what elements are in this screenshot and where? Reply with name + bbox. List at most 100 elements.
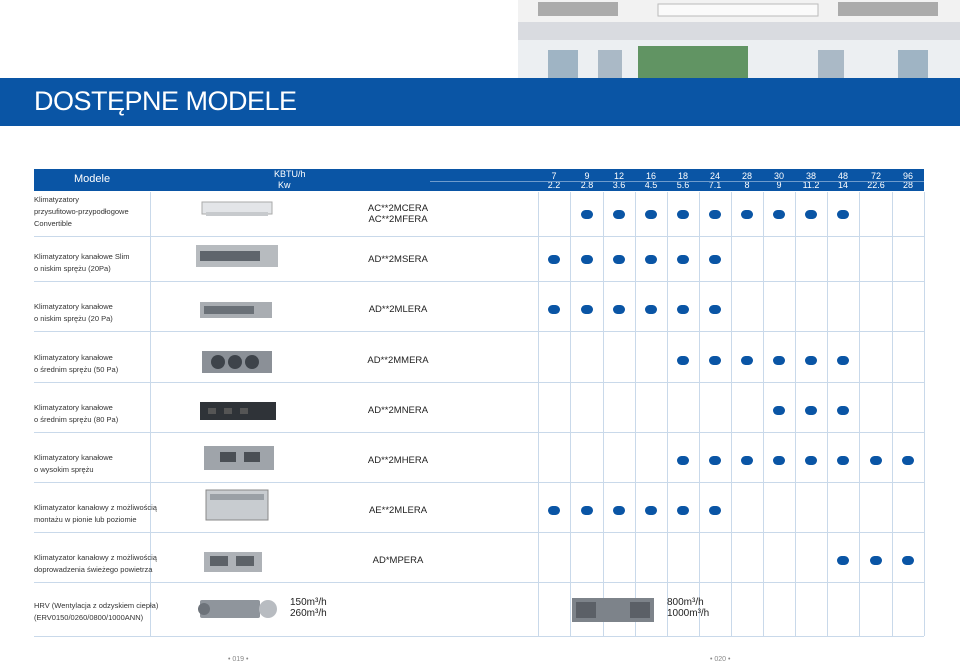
availability-dot bbox=[709, 210, 721, 219]
table-row-divider bbox=[430, 181, 924, 182]
unit-image-icon bbox=[196, 245, 278, 267]
availability-dot bbox=[837, 210, 849, 219]
category-line: Klimatyzatory kanałowe bbox=[34, 453, 113, 462]
kw-value: 4.5 bbox=[644, 180, 658, 190]
grid-column-line bbox=[892, 192, 893, 636]
availability-dot bbox=[709, 506, 721, 515]
grid-column-line bbox=[699, 192, 700, 636]
kbtu-value: 28 bbox=[741, 171, 752, 181]
kbtu-value: 38 bbox=[805, 171, 816, 181]
category-line: Convertible bbox=[34, 219, 72, 228]
category-label: Klimatyzator kanałowy z możliwością dopro… bbox=[34, 552, 157, 576]
category-line: o niskim sprężu (20 Pa) bbox=[34, 314, 113, 323]
kbtu-value: 24 bbox=[709, 171, 720, 181]
table-row-divider bbox=[34, 482, 924, 483]
availability-dot bbox=[677, 210, 689, 219]
hrv-large-capacity: 800m³/h 1000m³/h bbox=[667, 597, 709, 619]
grid-column-line bbox=[667, 192, 668, 636]
unit-image-icon bbox=[204, 552, 262, 572]
table-row-divider bbox=[34, 281, 924, 282]
availability-dot bbox=[773, 210, 785, 219]
category-label: Klimatyzatory kanałowe o wysokim sprężu bbox=[34, 452, 113, 476]
grid-column-line bbox=[603, 192, 604, 636]
availability-dot bbox=[645, 506, 657, 515]
availability-dot bbox=[902, 556, 914, 565]
availability-dot bbox=[773, 456, 785, 465]
availability-dot bbox=[741, 356, 753, 365]
ceiling-hall-photo bbox=[518, 0, 960, 126]
model-code: AD*MPERA bbox=[372, 555, 424, 566]
unit-image-icon bbox=[200, 402, 276, 420]
page-number-left: • 019 • bbox=[228, 656, 249, 663]
category-line: montażu w pionie lub poziomie bbox=[34, 515, 137, 524]
kbtu-value: 16 bbox=[645, 171, 656, 181]
grid-column-line bbox=[795, 192, 796, 636]
kbtu-value: 12 bbox=[613, 171, 624, 181]
category-line: o wysokim sprężu bbox=[34, 465, 94, 474]
category-line: Klimatyzatory kanałowe Slim bbox=[34, 252, 130, 261]
availability-dot bbox=[581, 305, 593, 314]
availability-dot bbox=[709, 456, 721, 465]
hrv-capacity: 150m³/h bbox=[290, 597, 327, 608]
availability-dot bbox=[548, 255, 560, 264]
availability-dot bbox=[548, 305, 560, 314]
model-code: AD**2MNERA bbox=[367, 405, 429, 416]
availability-dot bbox=[613, 255, 625, 264]
category-line: doprowadzenia świeżego powietrza bbox=[34, 565, 153, 574]
model-name: AD**2MNERA bbox=[333, 405, 463, 416]
availability-dot bbox=[773, 356, 785, 365]
unit-image-icon bbox=[201, 201, 273, 216]
availability-dot bbox=[773, 406, 785, 415]
model-code: AC**2MFERA bbox=[368, 214, 428, 225]
availability-dot bbox=[677, 255, 689, 264]
kw-value: 14 bbox=[837, 180, 848, 190]
grid-column-line bbox=[763, 192, 764, 636]
kw-value: 3.6 bbox=[612, 180, 626, 190]
availability-dot bbox=[805, 210, 817, 219]
category-line: Klimatyzatory kanałowe bbox=[34, 353, 113, 362]
hrv-unit-small-icon bbox=[198, 600, 277, 618]
model-code: AD**2MMERA bbox=[367, 355, 429, 366]
grid-column-line bbox=[150, 192, 151, 636]
page-title: DOSTĘPNE MODELE bbox=[34, 86, 297, 116]
table-row-divider bbox=[34, 582, 924, 583]
hrv-small-capacity: 150m³/h 260m³/h bbox=[290, 597, 327, 619]
hrv-category: HRV (Wentylacja z odzyskiem ciepła) (ERV… bbox=[34, 600, 158, 624]
page-number-right: • 020 • bbox=[710, 656, 731, 663]
category-line: Klimatyzator kanałowy z możliwością bbox=[34, 553, 157, 562]
availability-dot bbox=[613, 210, 625, 219]
category-line: Klimatyzatory kanałowe bbox=[34, 403, 113, 412]
availability-dot bbox=[645, 305, 657, 314]
availability-dot bbox=[677, 356, 689, 365]
title-banner: DOSTĘPNE MODELE bbox=[0, 78, 960, 126]
kw-value: 11.2 bbox=[802, 180, 820, 190]
model-name: AD**2MLERA bbox=[333, 304, 463, 315]
kw-value: 8 bbox=[744, 180, 750, 190]
kbtu-value: 72 bbox=[870, 171, 881, 181]
availability-dot bbox=[645, 210, 657, 219]
availability-dot bbox=[677, 305, 689, 314]
hrv-capacity: 260m³/h bbox=[290, 608, 327, 619]
category-line: Klimatyzatory bbox=[34, 195, 80, 204]
availability-dot bbox=[709, 356, 721, 365]
table-row-divider bbox=[34, 382, 924, 383]
hrv-unit-large-icon bbox=[572, 598, 654, 622]
hrv-cat-line: HRV (Wentylacja z odzyskiem ciepła) bbox=[34, 601, 159, 610]
model-name: AD*MPERA bbox=[333, 555, 463, 566]
unit-image-icon bbox=[200, 302, 272, 318]
availability-dot bbox=[677, 456, 689, 465]
availability-dot bbox=[581, 255, 593, 264]
hrv-capacity: 1000m³/h bbox=[667, 608, 710, 619]
availability-dot bbox=[741, 456, 753, 465]
hrv-capacity: 800m³/h bbox=[667, 597, 704, 608]
availability-dot bbox=[709, 305, 721, 314]
model-name: AE**2MLERA bbox=[333, 505, 463, 516]
unit-kw: Kw bbox=[278, 180, 291, 190]
